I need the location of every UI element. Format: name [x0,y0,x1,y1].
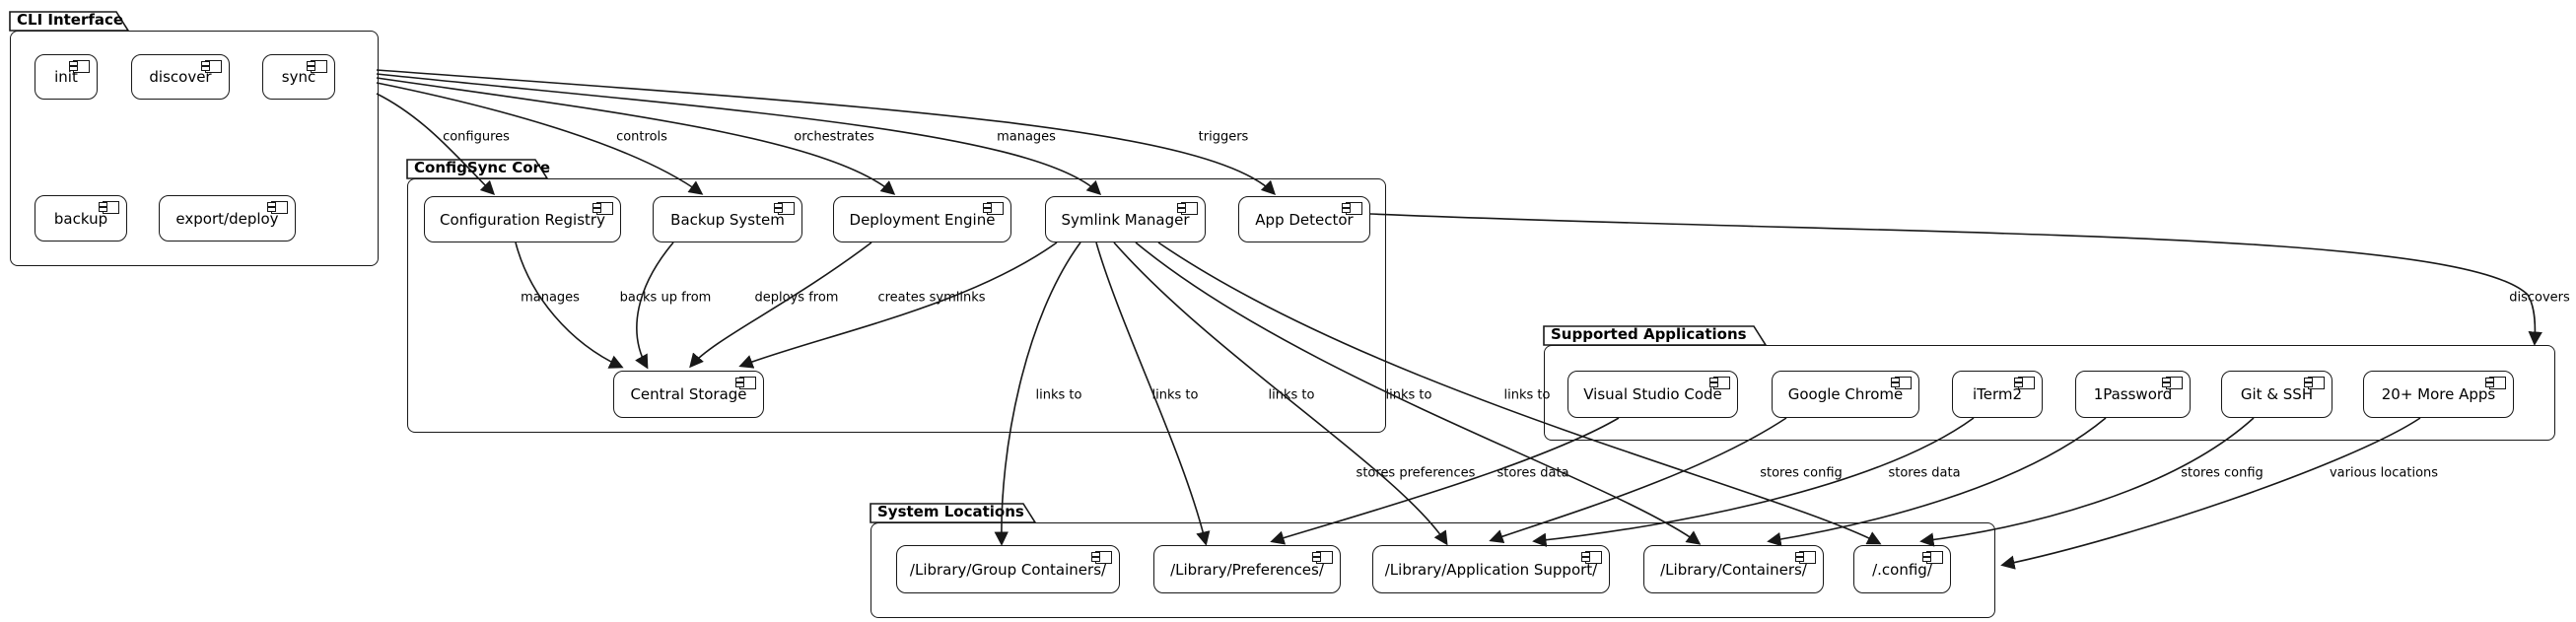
edge-label-creates-symlinks: creates symlinks [877,290,986,306]
component-init: init [35,54,98,100]
component-20-more-apps: 20+ More Apps [2363,371,2514,418]
edge-label-various-locations: various locations [2329,465,2439,481]
component-icon [774,202,795,215]
component-icon [1091,551,1112,564]
component-label: 20+ More Apps [2381,385,2496,403]
edge-label-stores-config-1: stores config [1760,465,1843,481]
component-label: /Library/Preferences/ [1170,560,1324,579]
component-label: Central Storage [630,385,747,403]
component-icon [201,60,222,73]
component-label: App Detector [1255,210,1354,229]
component-label: Git & SSH [2240,385,2314,403]
edge-label-links-to-3: links to [1268,387,1315,403]
component-label: Configuration Registry [440,210,605,229]
package-tab-cli-interface [9,11,130,32]
component-backup: backup [35,195,127,242]
component-icon [592,202,613,215]
component-label: Google Chrome [1787,385,1904,403]
component-icon [2304,377,2325,389]
component-backup-system: Backup System [653,196,802,242]
component-visual-studio-code: Visual Studio Code [1567,371,1738,418]
component-library-group-containers: /Library/Group Containers/ [896,545,1120,593]
component-label: 1Password [2093,385,2173,403]
component-label: /Library/Containers/ [1660,560,1807,579]
edge-label-triggers: triggers [1198,129,1249,145]
edge-label-deploys-from: deploys from [754,290,839,306]
edge-label-orchestrates: orchestrates [794,129,874,145]
edge-label-backs-up-from: backs up from [619,290,712,306]
component-icon [1312,551,1333,564]
component-library-preferences: /Library/Preferences/ [1153,545,1341,593]
package-title-cli-interface: CLI Interface [17,11,124,29]
component-label: iTerm2 [1972,385,2023,403]
component-label: Symlink Manager [1061,210,1190,229]
component-icon [983,202,1004,215]
component-icon [1581,551,1602,564]
edge-label-controls: controls [616,129,667,145]
component-icon [1795,551,1816,564]
component-configuration-registry: Configuration Registry [424,196,621,242]
component-google-chrome: Google Chrome [1772,371,1919,418]
component-label: sync [281,68,316,86]
edge-label-links-to-5: links to [1503,387,1551,403]
component-icon [2485,377,2506,389]
component-library-application-support: /Library/Application Support/ [1372,545,1610,593]
edge-label-links-to-2: links to [1151,387,1199,403]
component-discover: discover [131,54,230,100]
component-iterm2: iTerm2 [1952,371,2043,418]
component-icon [1177,202,1198,215]
component-label: /Library/Application Support/ [1384,560,1598,579]
component-deployment-engine: Deployment Engine [833,196,1011,242]
component-icon [2014,377,2035,389]
component-icon [1891,377,1912,389]
edge-label-links-to-4: links to [1385,387,1432,403]
component-export-deploy: export/deploy [159,195,296,242]
component-icon [1342,202,1362,215]
component-label: /.config/ [1872,560,1932,579]
edge-label-manages-storage: manages [521,290,580,306]
component-icon [1709,377,1730,389]
component-library-containers: /Library/Containers/ [1643,545,1824,593]
component-sync: sync [262,54,335,100]
component-label: export/deploy [175,209,279,228]
component-icon [267,201,288,214]
component-icon [735,377,756,389]
component-icon [307,60,327,73]
edge-label-stores-preferences: stores preferences [1356,465,1476,481]
component-dot-config: /.config/ [1853,545,1951,593]
component-symlink-manager: Symlink Manager [1045,196,1206,242]
package-title-configsync-core: ConfigSync Core [414,159,551,176]
component-app-detector: App Detector [1238,196,1370,242]
component-label: Deployment Engine [849,210,996,229]
component-label: Visual Studio Code [1583,385,1722,403]
component-label: discover [149,68,212,86]
component-label: init [54,68,78,86]
component-central-storage: Central Storage [613,371,764,418]
component-git-ssh: Git & SSH [2221,371,2332,418]
edge-label-manages-symlink: manages [997,129,1056,145]
component-icon [2162,377,2183,389]
component-label: Backup System [670,210,785,229]
component-icon [69,60,90,73]
edge-label-stores-data-1: stores data [1497,465,1569,481]
component-label: /Library/Group Containers/ [909,560,1107,579]
component-icon [99,201,119,214]
component-label: backup [53,209,108,228]
edge-label-configures: configures [443,129,510,145]
edge-label-stores-data-2: stores data [1888,465,1961,481]
package-title-supported-applications: Supported Applications [1551,325,1747,343]
component-1password: 1Password [2075,371,2191,418]
component-icon [1922,551,1943,564]
edge-label-stores-config-2: stores config [2181,465,2263,481]
edge-label-links-to-1: links to [1035,387,1082,403]
edge-label-discovers: discovers [2509,290,2570,306]
package-title-system-locations: System Locations [877,503,1024,520]
